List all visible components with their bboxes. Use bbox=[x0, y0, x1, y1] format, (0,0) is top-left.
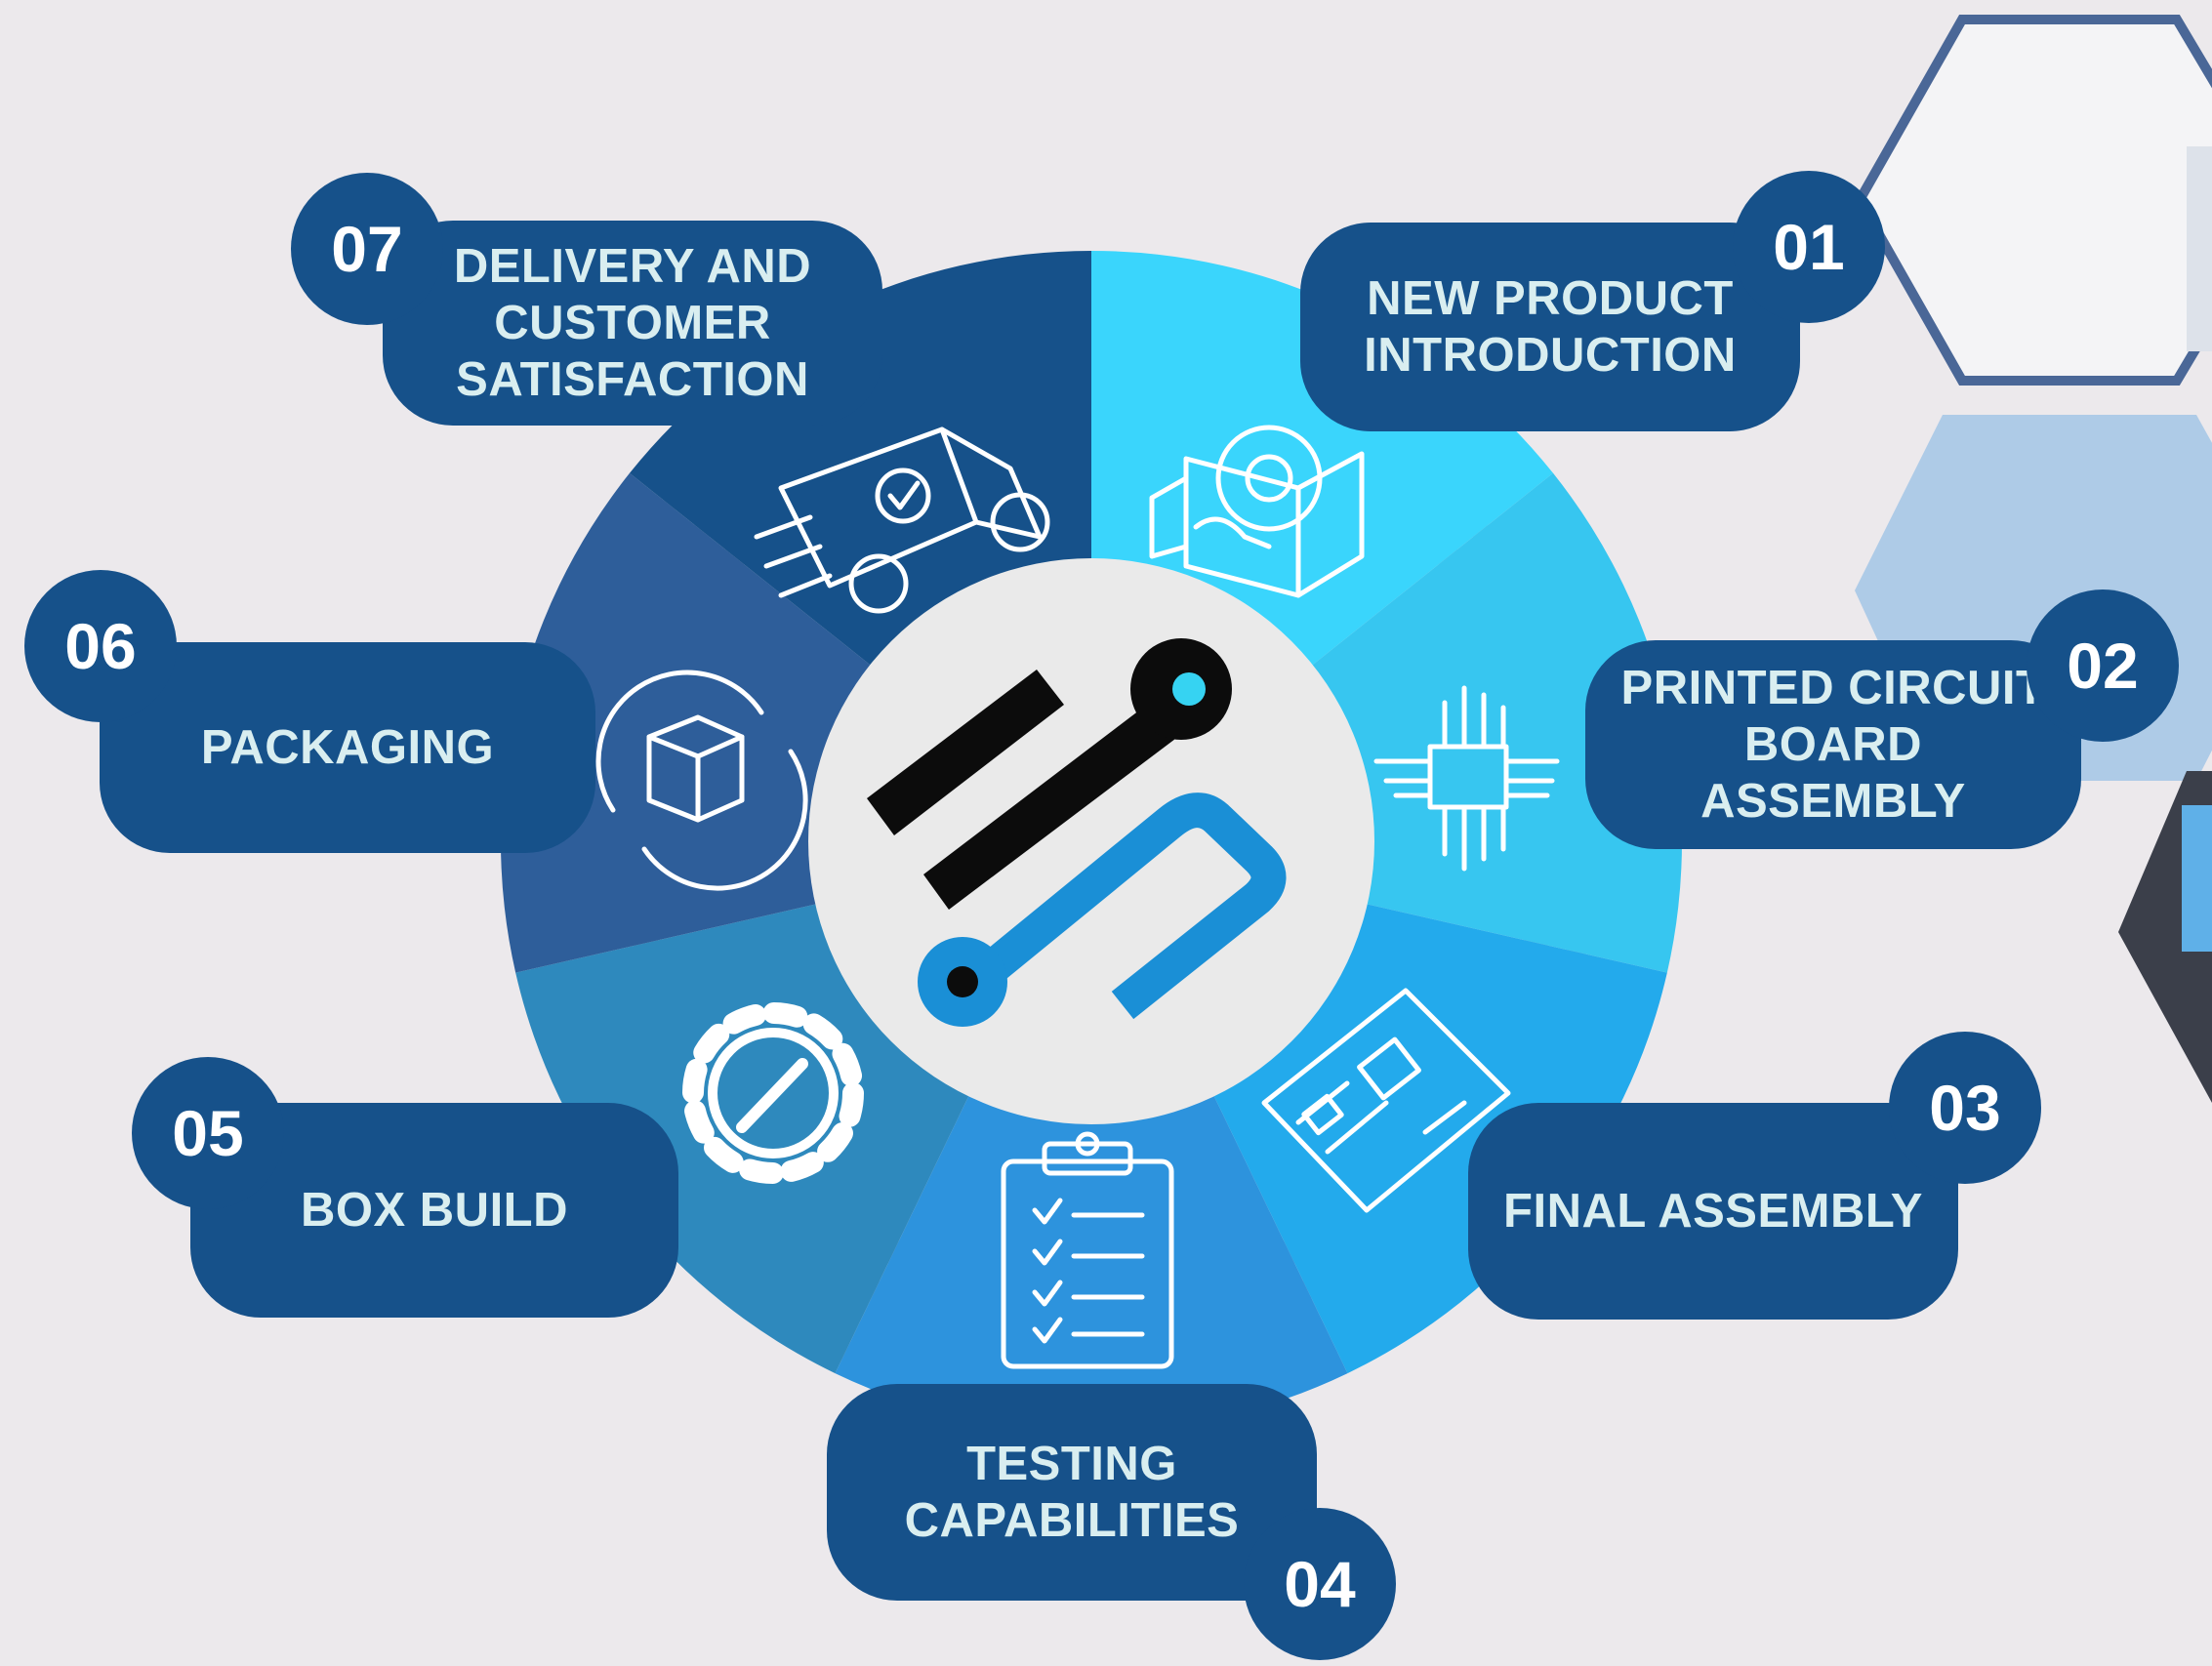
step-04-label: TESTING CAPABILITIES bbox=[904, 1438, 1240, 1547]
circuit-board-icon bbox=[1261, 988, 1511, 1213]
step-05-label: BOX BUILD bbox=[301, 1184, 568, 1237]
step-04-number: 04 bbox=[1244, 1508, 1396, 1660]
step-04-label-box: TESTING CAPABILITIES bbox=[827, 1384, 1317, 1601]
logo-bar-top bbox=[867, 670, 1064, 835]
step-01-label-box: NEW PRODUCT INTRODUCTION bbox=[1300, 223, 1800, 431]
logo-node-top-dot bbox=[1172, 672, 1206, 706]
step-01-number: 01 bbox=[1733, 171, 1885, 323]
logo-bar-long bbox=[923, 701, 1179, 910]
wheel-segment-4 bbox=[835, 1017, 1348, 1432]
step-03-number: 03 bbox=[1889, 1032, 2041, 1184]
clipboard-checklist-icon bbox=[1001, 1131, 1174, 1369]
center-disc bbox=[808, 558, 1374, 1124]
product-gear-icon bbox=[1149, 425, 1365, 598]
logo-hook bbox=[964, 792, 1287, 1020]
photo-screen bbox=[2182, 805, 2212, 952]
step-05-number: 05 bbox=[132, 1057, 284, 1209]
box-cycle-icon bbox=[595, 670, 808, 891]
step-07-label: DELIVERY AND CUSTOMER SATISFACTION bbox=[453, 240, 812, 406]
step-07-number: 07 bbox=[291, 173, 443, 325]
step-03-label-box: FINAL ASSEMBLY bbox=[1468, 1103, 1958, 1320]
delivery-truck-icon bbox=[754, 427, 1050, 614]
chip-icon bbox=[1373, 685, 1560, 872]
step-06-number: 06 bbox=[24, 570, 177, 722]
step-06-label: PACKAGING bbox=[200, 721, 495, 774]
photo-machine bbox=[2187, 146, 2212, 351]
logo-node-bottom-dot bbox=[947, 966, 978, 997]
step-06-label-box: PACKAGING bbox=[100, 642, 595, 853]
company-logo bbox=[867, 638, 1287, 1027]
gear-wrench-icon bbox=[682, 1002, 864, 1184]
step-02-label: PRINTED CIRCUIT BOARD ASSEMBLY bbox=[1620, 662, 2046, 828]
step-01-label: NEW PRODUCT INTRODUCTION bbox=[1364, 272, 1737, 382]
step-03-label: FINAL ASSEMBLY bbox=[1503, 1185, 1923, 1238]
step-07-label-box: DELIVERY AND CUSTOMER SATISFACTION bbox=[383, 221, 882, 426]
step-02-label-box: PRINTED CIRCUIT BOARD ASSEMBLY bbox=[1585, 640, 2081, 849]
step-02-number: 02 bbox=[2027, 589, 2179, 742]
